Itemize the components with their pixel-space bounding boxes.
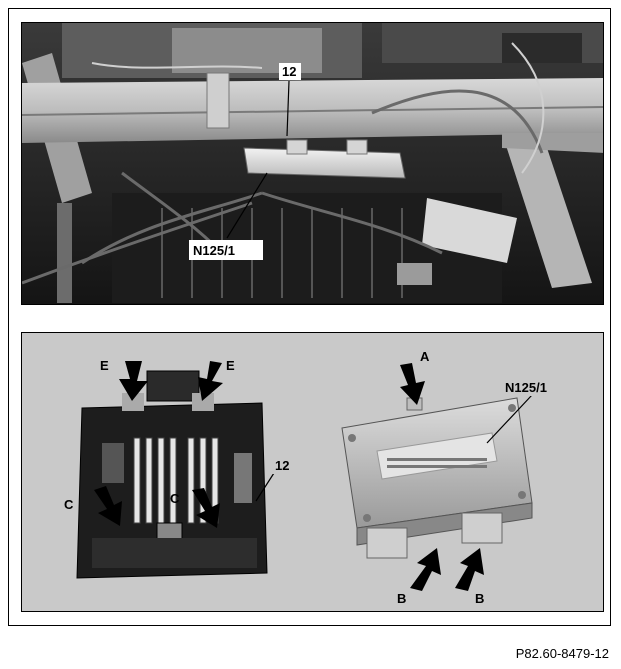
label-c-left: C [64, 497, 74, 512]
removal-arrows [94, 361, 484, 591]
label-n125-1-detail: N125/1 [505, 380, 547, 395]
arrow-b-left-icon [410, 548, 441, 591]
label-12-detail: 12 [275, 458, 289, 473]
removal-detail-drawing: E E C C 12 A N125/1 B B [21, 332, 604, 612]
leader-line-12 [286, 80, 290, 137]
leader-line-12-detail [255, 472, 275, 502]
label-b-right: B [475, 591, 484, 606]
label-bg-12 [279, 63, 301, 80]
arrow-a-icon [400, 363, 425, 405]
label-c-right: C [170, 491, 180, 506]
arrow-b-right-icon [455, 548, 484, 591]
label-n125-1-photo: N125/1 [193, 243, 235, 258]
label-e-left: E [100, 358, 109, 373]
arrow-e-right-icon [198, 361, 223, 401]
arrow-e-left-icon [119, 361, 148, 401]
installation-photo: 12 N125/1 [21, 22, 604, 305]
label-bg-n125-1 [189, 240, 263, 260]
label-bg-12-detail [272, 456, 294, 474]
control-unit-n125-1 [341, 397, 533, 559]
holder-12 [76, 370, 268, 579]
label-12-photo: 12 [282, 64, 296, 79]
installation-photo-drawing: 12 N125/1 [22, 23, 603, 304]
label-e-right: E [226, 358, 235, 373]
leader-line-n125-1-detail [486, 394, 533, 444]
label-bg-n125-1-detail [502, 378, 572, 396]
figure-code: P82.60-8479-12 [515, 646, 609, 661]
arrow-c-left-icon [94, 486, 122, 526]
label-a: A [420, 349, 430, 364]
label-b-left: B [397, 591, 406, 606]
leader-line-n125-1 [226, 172, 268, 239]
removal-detail-svg: E E C C 12 A N125/1 B B [64, 349, 572, 606]
arrow-c-right-icon [192, 488, 220, 528]
